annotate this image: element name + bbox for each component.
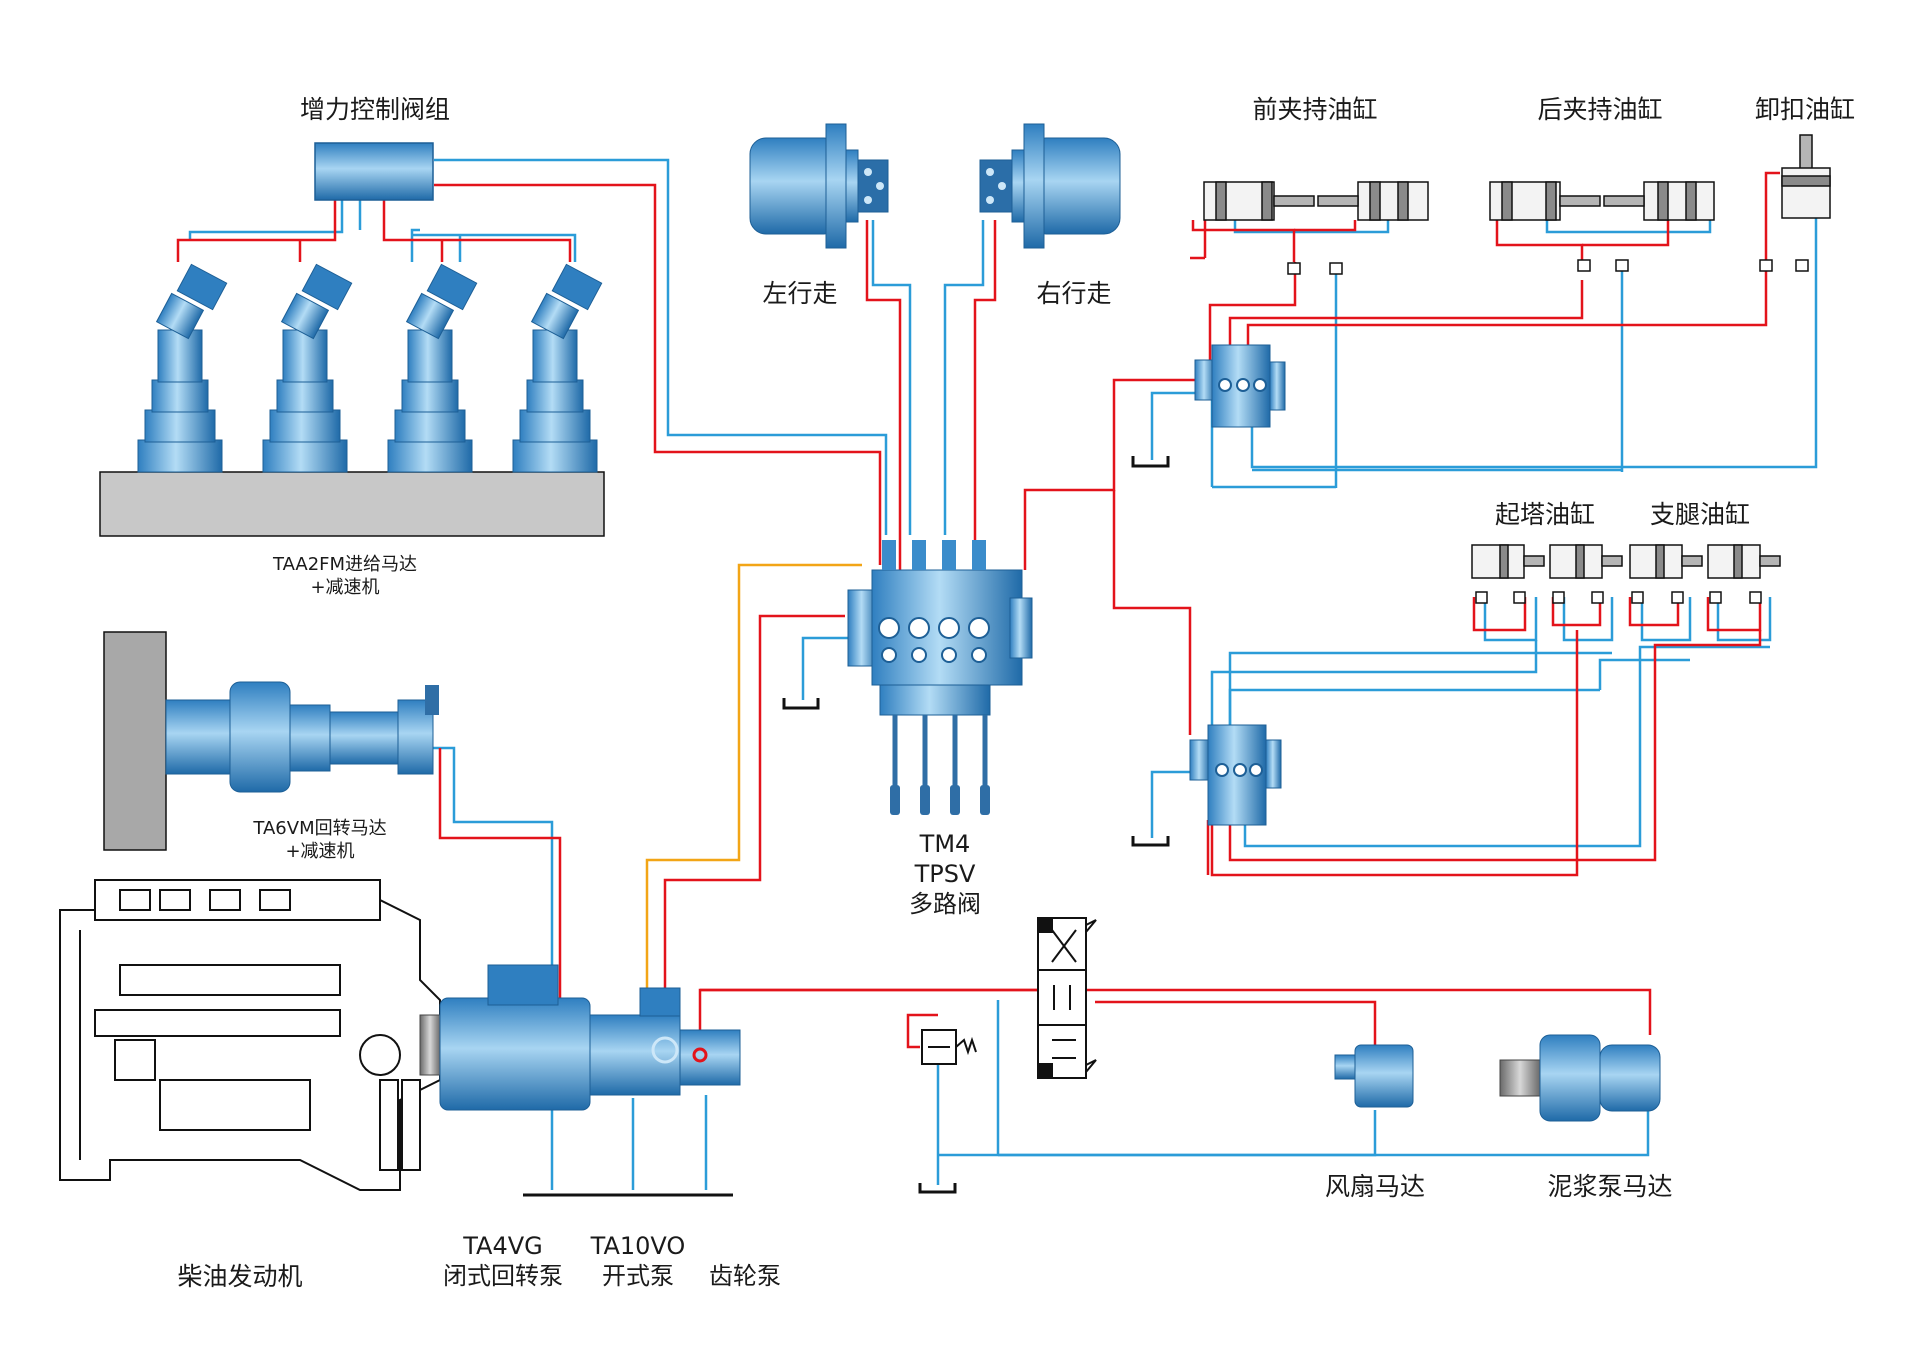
pilot-check-valves-top bbox=[1287, 259, 1809, 275]
label-gear-pump: 齿轮泵 bbox=[709, 1262, 781, 1290]
feed-motor-3 bbox=[387, 263, 478, 473]
tower-leg-control-valve bbox=[1189, 724, 1282, 826]
label-fan-motor: 风扇马达 bbox=[1324, 1172, 1425, 1201]
fan-motor bbox=[1334, 1044, 1414, 1108]
label-a4vg-line2: 闭式回转泵 bbox=[443, 1262, 563, 1290]
pump-stack bbox=[419, 964, 741, 1111]
label-feed-motor-line1: TAA2FM进给马达 bbox=[272, 554, 418, 575]
label-right-travel: 右行走 bbox=[1036, 279, 1112, 308]
feed-motor-4 bbox=[512, 263, 603, 473]
diesel-engine bbox=[59, 879, 441, 1191]
label-leg-cylinder: 支腿油缸 bbox=[1649, 500, 1750, 529]
right-travel-motor bbox=[979, 123, 1121, 249]
left-travel-motor bbox=[749, 123, 889, 249]
label-boost-valve: 增力控制阀组 bbox=[299, 95, 450, 124]
feed-motors bbox=[137, 263, 603, 473]
relief-valve-symbol bbox=[921, 1029, 977, 1065]
directional-valve-symbol bbox=[1037, 917, 1097, 1079]
label-slew-motor-line2: +减速机 bbox=[285, 841, 355, 862]
return-lines bbox=[188, 158, 1818, 1190]
clamp-control-valve bbox=[1194, 344, 1286, 428]
label-left-travel: 左行走 bbox=[762, 279, 838, 308]
label-rear-clamp: 后夹持油缸 bbox=[1537, 95, 1663, 124]
label-slew-motor-line1: TA6VM回转马达 bbox=[253, 818, 387, 839]
label-valve-line3: 多路阀 bbox=[909, 890, 981, 918]
feed-motor-base bbox=[99, 471, 605, 537]
label-mud-pump-motor: 泥浆泵马达 bbox=[1547, 1172, 1673, 1201]
label-unscrew-cylinder: 卸扣油缸 bbox=[1754, 95, 1855, 124]
label-a10vo-line1: TA10VO bbox=[590, 1232, 686, 1260]
rear-clamp-cylinders bbox=[1489, 181, 1715, 221]
label-valve-line2: TPSV bbox=[914, 860, 976, 888]
front-clamp-cylinders bbox=[1203, 181, 1429, 221]
label-engine: 柴油发动机 bbox=[177, 1262, 303, 1291]
feed-motor-2 bbox=[262, 263, 353, 473]
pressure-lines bbox=[176, 171, 1780, 1049]
feed-motor-1 bbox=[137, 263, 228, 473]
pilot-check-valves-mid bbox=[1475, 591, 1762, 604]
mud-pump-motor bbox=[1499, 1034, 1661, 1122]
label-feed-motor-line2: +减速机 bbox=[310, 577, 380, 598]
label-front-clamp: 前夹持油缸 bbox=[1252, 95, 1378, 124]
label-tower-cylinder: 起塔油缸 bbox=[1494, 500, 1595, 529]
slew-motor-assembly bbox=[103, 631, 439, 851]
tm4-tpsv-multiway-valve bbox=[847, 540, 1033, 815]
tank-symbols bbox=[523, 456, 1170, 1197]
boost-control-valve-block bbox=[314, 142, 434, 201]
label-a4vg-line1: TA4VG bbox=[463, 1232, 543, 1260]
tower-and-leg-cylinders bbox=[1471, 544, 1781, 579]
pilot-line bbox=[645, 563, 862, 1005]
label-a10vo-line2: 开式泵 bbox=[602, 1262, 674, 1290]
unscrew-cylinder bbox=[1781, 134, 1831, 219]
label-valve-line1: TM4 bbox=[919, 830, 971, 858]
